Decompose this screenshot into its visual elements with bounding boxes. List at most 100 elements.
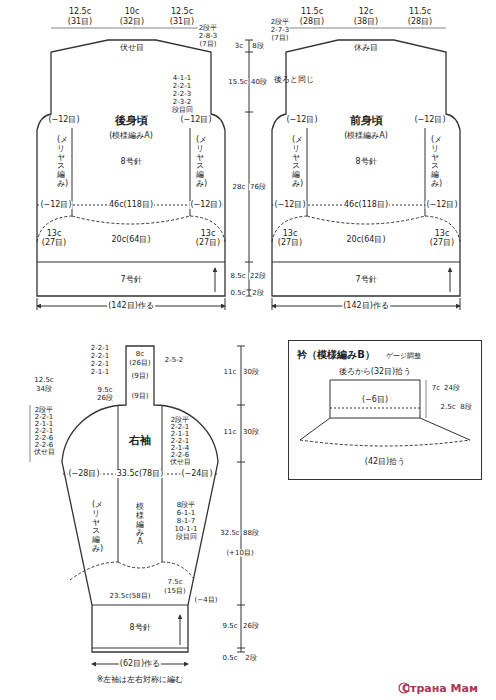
piece-note: 7号針 (355, 276, 376, 284)
dimension-label: 2-2-6 (170, 452, 190, 459)
dimension-label: 伏せ目 (119, 44, 145, 52)
dimension-label: 32.5c (219, 530, 240, 537)
dimension-label: (31目) (67, 18, 93, 26)
dimension-label: 2-2-3 (172, 91, 192, 98)
dimension-label: (−12目) (179, 116, 212, 124)
dimension-label: 段目回 (175, 534, 198, 541)
dimension-label: 伏せ目 (33, 449, 56, 456)
dimension-label: 2-1-1 (34, 421, 54, 428)
dimension-label: 46c(118目) (108, 201, 154, 209)
dimension-label: (−28目) (67, 470, 100, 478)
dimension-label: (26目) (128, 360, 151, 367)
dimension-label: (−24目) (180, 470, 213, 478)
dimension-label: 11.5c (408, 8, 432, 16)
piece-note: (模様編みA) (344, 132, 388, 140)
dimension-label: 2段 (244, 655, 257, 662)
dimension-label: 13c (282, 230, 299, 238)
dimension-label: 8.5c (230, 273, 247, 280)
dimension-label: (−12目) (39, 201, 72, 209)
dimension-label: 40段 (250, 79, 268, 86)
piece-outline (272, 40, 460, 296)
dimension-label: 2-2-6 (34, 442, 54, 449)
piece-note: (メリヤス編み) (292, 136, 300, 189)
piece-outline (37, 40, 225, 296)
dimension-label: 12.5c (68, 8, 92, 16)
dimension-label: 2-2-1 (90, 353, 110, 360)
piece-note: (メリヤス編み) (196, 136, 204, 189)
dimension-label: 13c (200, 230, 217, 238)
dimension-label: 30段 (242, 369, 260, 376)
dimension-label: 8段 (251, 43, 264, 50)
dimension-label: (+10目) (225, 550, 254, 557)
dimension-label: 2-3-2 (172, 99, 192, 106)
piece-note: 7号針 (120, 276, 141, 284)
dimension-label: 46c(118目) (343, 201, 389, 209)
piece-outline (62, 346, 218, 652)
dimension-label: 2段平 (270, 19, 290, 26)
dimension-label: 26段 (96, 395, 114, 402)
dimension-label: 2-2-1 (170, 424, 190, 431)
watermark: Страна Мам (401, 683, 479, 694)
dimension-label: 2-2-1 (34, 414, 54, 421)
dimension-label: 2-2-1 (90, 345, 110, 352)
dimension-label: 2-2-1 (172, 83, 192, 90)
dimension-label: 2-8-3 (198, 33, 218, 40)
dimension-label: 12c (358, 8, 375, 16)
dimension-label: 11c (223, 369, 238, 376)
dimension-label: 24段 (443, 385, 461, 392)
dimension-label: 2-1-1 (170, 431, 190, 438)
dimension-label: 2-2-6 (34, 435, 54, 442)
dimension-label: 11c (223, 429, 238, 436)
piece-note: 8号針 (355, 158, 376, 166)
dimension-label: 13c (434, 230, 451, 238)
dimension-label: 88段 (242, 530, 260, 537)
dimension-label: ※左袖は左右対称に編む (96, 676, 185, 684)
dimension-label: 2-1-1 (90, 369, 110, 376)
dimension-label: (−12目) (425, 201, 458, 209)
dimension-label: (28目) (299, 18, 325, 26)
dimension-label: (27目) (429, 239, 455, 247)
dimension-label: 後ろと同じ (273, 76, 283, 84)
dimension-label: 23.5c(58目) (109, 593, 152, 600)
dimension-label: 2段平 (34, 407, 54, 414)
dimension-label: 10c (124, 8, 141, 16)
dimension-label: (27目) (41, 239, 67, 247)
dimension-label: 26段 (242, 623, 260, 630)
dimension-label: (7目) (199, 41, 218, 48)
piece-note: ゲージ調整 (386, 353, 421, 360)
dimension-label: 4-1-1 (172, 75, 192, 82)
dimension-label: 11.5c (300, 8, 324, 16)
dimension-label: 2-2-1 (170, 438, 190, 445)
dimension-label: 9.5c (97, 387, 114, 394)
dimension-label: 76段 (249, 184, 267, 191)
dimension-label: (32目) (119, 18, 145, 26)
back-piece: 後身頃(模様編みA)8号針(メリヤス編み)(メリヤス編み)7号針 (37, 38, 225, 298)
dimension-label: 7c (431, 385, 441, 392)
dimension-label: (42目)拾う (364, 458, 406, 466)
piece-note: 模様編みA (136, 503, 144, 547)
dimension-label: 2-1-4 (170, 445, 190, 452)
dimension-label: 8段 (459, 404, 472, 411)
dimension-label: 2段 (251, 290, 264, 297)
piece-title: 前身頃 (350, 115, 383, 126)
piece-note: 8号針 (120, 158, 141, 166)
dimension-label: (−4目) (194, 597, 219, 604)
front-piece: 前身頃(模様編みA)8号針(メリヤス編み)(メリヤス編み)7号針 (272, 38, 460, 298)
dimension-label: 8c (135, 351, 145, 358)
dimension-label: (142目)作る (107, 302, 155, 310)
dimension-label: 伏せ目 (169, 459, 192, 466)
dimension-label: 0.5c (230, 290, 247, 297)
piece-title: 衿（模様編みB） (297, 350, 375, 360)
dimension-label: (7目) (271, 35, 290, 42)
dimension-label: 34段 (35, 386, 53, 393)
dimension-label: 段目回 (171, 107, 194, 114)
dimension-label: 7.5c (167, 579, 184, 586)
dimension-label: (−12目) (189, 201, 222, 209)
dimension-label: (27目) (195, 239, 221, 247)
dimension-label: 2-2-1 (90, 361, 110, 368)
dimension-label: 2.5c (440, 404, 457, 411)
dimension-label: 8-1-7 (176, 518, 196, 525)
dimension-label: (15目) (163, 588, 186, 595)
dimension-label: 12.5c (170, 8, 194, 16)
